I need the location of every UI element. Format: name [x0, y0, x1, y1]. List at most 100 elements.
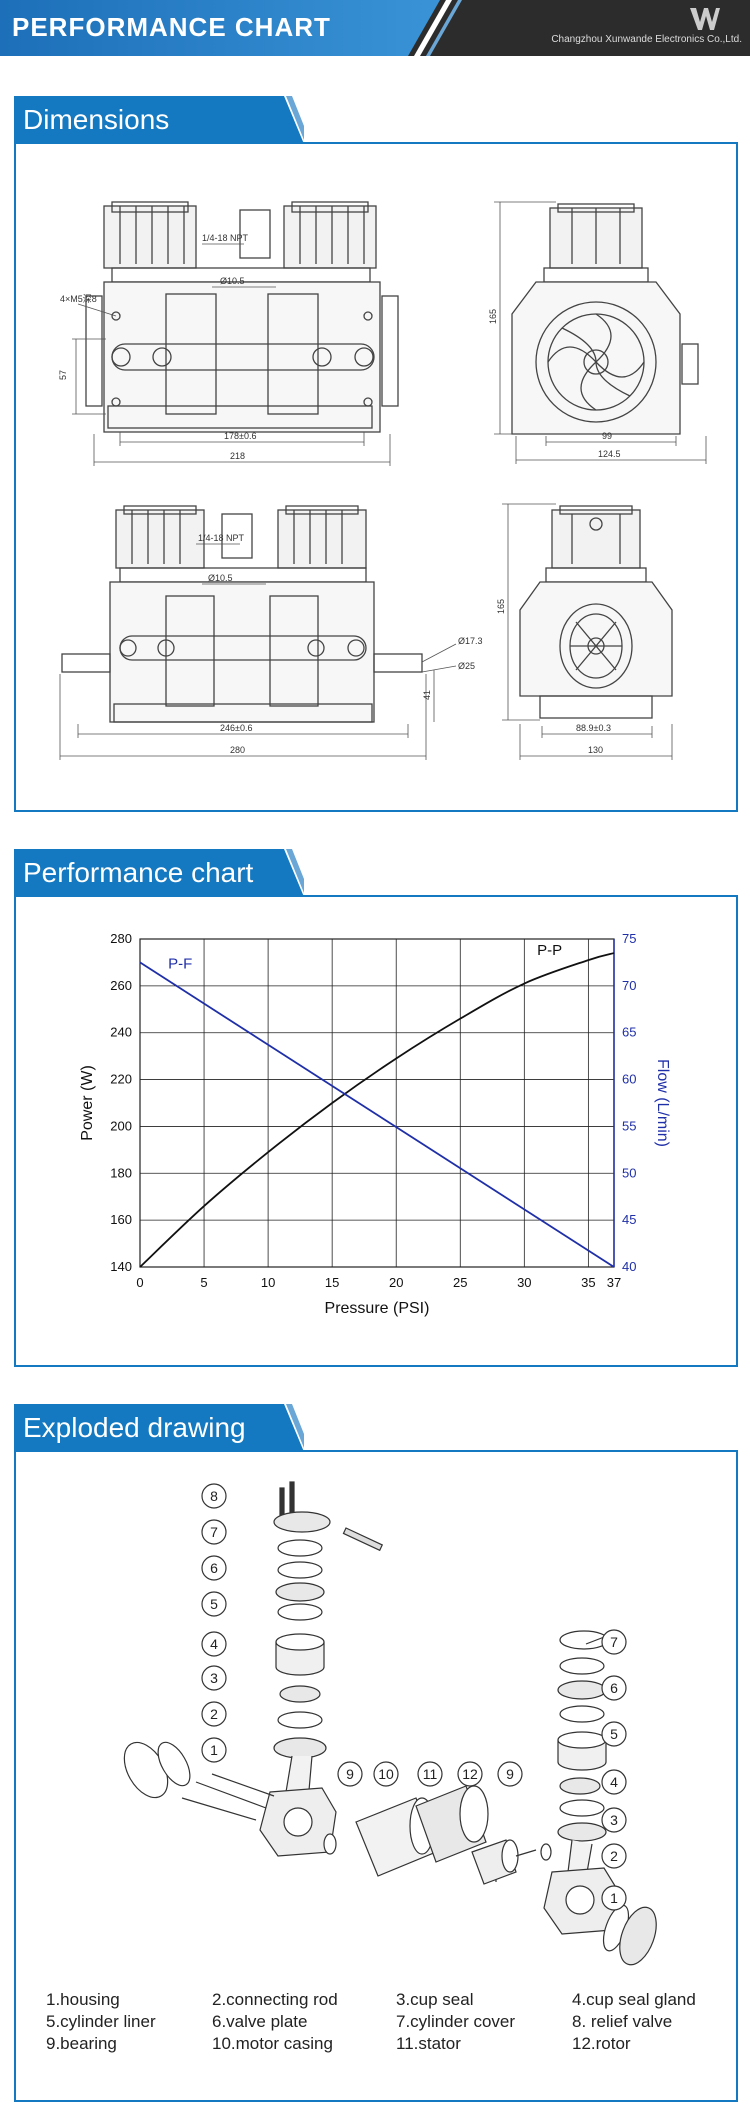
part-callout-circle — [201, 1665, 227, 1691]
part-callout-number: 7 — [210, 1524, 218, 1540]
dim-178: 178±0.6 — [224, 431, 256, 441]
y-tick-label: 200 — [110, 1118, 132, 1133]
part-callout-circle — [417, 1761, 443, 1787]
part-callout-number: 2 — [610, 1848, 618, 1864]
part-callout-number: 10 — [378, 1766, 394, 1782]
legend-item: 8. relief valve — [572, 2012, 673, 2031]
legend-item: 3.cup seal — [396, 1990, 474, 2009]
legend-item: 10.motor casing — [212, 2034, 333, 2053]
part-callout-circle — [201, 1631, 227, 1657]
company-name: Changzhou Xunwande Electronics Co.,Ltd. — [551, 34, 742, 45]
part-callout-number: 11 — [423, 1766, 438, 1782]
dim-280: 280 — [230, 745, 245, 755]
section-tab-bg — [14, 1404, 304, 1452]
twin-pump-front-view — [85, 201, 399, 433]
long-pump-front-view — [61, 505, 423, 723]
x-tick-label: 20 — [389, 1275, 403, 1290]
legend-item: 6.valve plate — [212, 2012, 308, 2031]
legend-item: 2.connecting rod — [212, 1990, 338, 2009]
x-tick-label: 25 — [453, 1275, 467, 1290]
y2-tick-label: 60 — [622, 1072, 636, 1087]
y-tick-label: 260 — [110, 978, 132, 993]
dim-screw: 4×M5深8 — [60, 294, 97, 304]
y-axis-label: Power (W) — [79, 1065, 96, 1141]
section-tab-bg — [14, 96, 304, 144]
x-tick-label: 30 — [517, 1275, 531, 1290]
series-label-pf: P-F — [168, 955, 192, 972]
company-logo-icon — [690, 8, 720, 30]
y-tick-label: 160 — [110, 1212, 132, 1227]
dim-25: Ø25 — [458, 661, 475, 671]
legend-item: 7.cylinder cover — [396, 2012, 516, 2031]
part-callout-circle — [201, 1591, 227, 1617]
dim-124: 124.5 — [598, 449, 621, 459]
part-callout-circle — [201, 1555, 227, 1581]
page-title: PERFORMANCE CHART — [12, 12, 331, 42]
dim-dia-1: Ø10.5 — [220, 276, 245, 286]
part-callout-circle — [601, 1885, 627, 1911]
x-tick-label: 10 — [261, 1275, 275, 1290]
legend-item: 1.housing — [46, 1990, 120, 2009]
part-callout-circle — [601, 1769, 627, 1795]
x-tick-label: 15 — [325, 1275, 339, 1290]
dimensions-frame — [14, 142, 738, 812]
y2-tick-label: 70 — [622, 978, 636, 993]
part-callout-circle — [337, 1761, 363, 1787]
y-tick-label: 180 — [110, 1165, 132, 1180]
plot-area — [139, 938, 615, 1268]
dim-41: 41 — [422, 690, 432, 700]
section-title-exploded: Exploded drawing — [23, 1412, 246, 1443]
part-callout-number: 6 — [210, 1560, 218, 1576]
dim-889: 88.9±0.3 — [576, 723, 611, 733]
section-title-performance: Performance chart — [23, 857, 254, 888]
part-callout-circle — [201, 1737, 227, 1763]
twin-pump-side-view — [511, 203, 699, 435]
x-tick-label: 35 — [581, 1275, 595, 1290]
part-callout-circle — [201, 1519, 227, 1545]
performance-frame — [14, 895, 738, 1367]
banner-graphic — [0, 0, 462, 56]
part-callout-number: 12 — [462, 1766, 478, 1782]
legend-item: 4.cup seal gland — [572, 1990, 696, 2009]
legend-item: 9.bearing — [46, 2034, 117, 2053]
x-tick-label: 37 — [607, 1275, 621, 1290]
part-callout-circle — [601, 1843, 627, 1869]
legend-item: 11.stator — [396, 2034, 461, 2053]
y2-tick-label: 40 — [622, 1259, 636, 1274]
dim-165-a: 165 — [488, 309, 498, 324]
part-callout-number: 1 — [210, 1742, 218, 1758]
part-callout-number: 2 — [210, 1706, 218, 1722]
y-tick-label: 240 — [110, 1025, 132, 1040]
dim-57: 57 — [58, 370, 68, 380]
dim-npt-2: 1/4-18 NPT — [198, 533, 245, 543]
legend-item: 5.cylinder liner — [46, 2012, 156, 2031]
dim-99: 99 — [602, 431, 612, 441]
header-banner: PERFORMANCE CHART Changzhou Xunwande Ele… — [0, 0, 750, 56]
dim-130: 130 — [588, 745, 603, 755]
part-callout-circle — [601, 1675, 627, 1701]
section-title-dimensions: Dimensions — [23, 104, 170, 135]
y-tick-label: 280 — [110, 931, 132, 946]
y-tick-label: 140 — [110, 1259, 132, 1274]
part-callout-number: 5 — [610, 1726, 618, 1742]
part-callout-number: 3 — [210, 1670, 218, 1686]
part-callout-number: 8 — [210, 1488, 218, 1504]
part-callout-number: 9 — [346, 1766, 354, 1782]
dim-218: 218 — [230, 451, 245, 461]
dim-246: 246±0.6 — [220, 723, 252, 733]
y2-tick-label: 55 — [622, 1118, 636, 1133]
part-callout-circle — [457, 1761, 483, 1787]
y2-tick-label: 50 — [622, 1165, 636, 1180]
dimension-drawings: 1/4-18 NPT Ø10.5 4×M5深8 57 178±0.6 218 1… — [58, 201, 707, 760]
series-line-p-f — [139, 961, 615, 1268]
section-tab-bg — [14, 849, 304, 897]
part-callout-circle — [601, 1807, 627, 1833]
part-callout-circle — [601, 1721, 627, 1747]
part-callout-number: 4 — [210, 1636, 218, 1652]
y2-tick-label: 45 — [622, 1212, 636, 1227]
y2-tick-label: 75 — [622, 931, 636, 946]
legend-item: 12.rotor — [572, 2034, 631, 2053]
part-callout-number: 1 — [610, 1890, 618, 1906]
